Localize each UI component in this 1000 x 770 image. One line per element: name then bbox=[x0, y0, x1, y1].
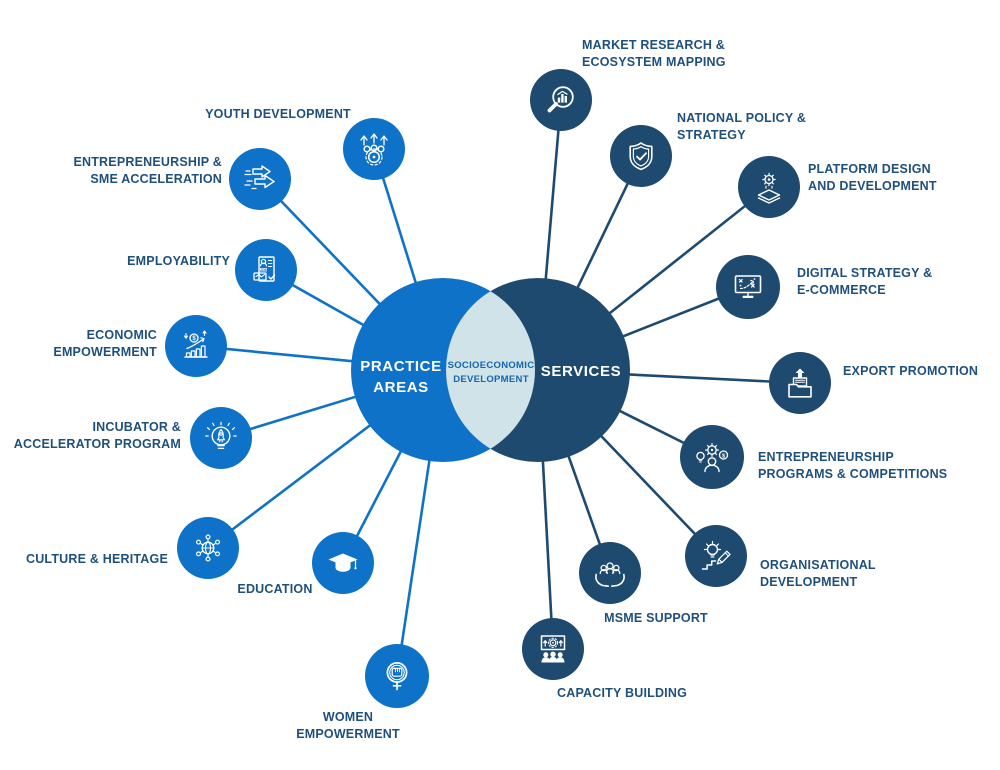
services-label: SERVICES bbox=[540, 363, 622, 380]
label-economic-empowerment: ECONOMIC EMPOWERMENT bbox=[53, 328, 157, 359]
hands-people-icon bbox=[595, 562, 625, 587]
fast-arrows-icon bbox=[244, 165, 275, 190]
node-capacity-building bbox=[522, 618, 584, 680]
box-up-arrow-icon bbox=[788, 368, 812, 398]
label-youth-development: YOUTH DEVELOPMENT bbox=[205, 107, 351, 121]
node-entrepreneurship-sme-acceleration bbox=[229, 148, 291, 210]
label-digital-strategy-ecommerce: DIGITAL STRATEGY & E-COMMERCE bbox=[797, 266, 933, 297]
node-digital-strategy-ecommerce bbox=[716, 255, 780, 319]
node-youth-development bbox=[343, 118, 405, 180]
person-gear-bulb-icon: $ bbox=[696, 443, 729, 473]
node-employability: JOB bbox=[235, 239, 297, 301]
node-incubator-accelerator-program bbox=[190, 407, 252, 469]
node-entrepreneurship-programs-competitions: $ bbox=[680, 425, 744, 489]
label-organisational-development: ORGANISATIONAL DEVELOPMENT bbox=[760, 558, 876, 589]
svg-text:JOB: JOB bbox=[260, 268, 267, 272]
node-organisational-development bbox=[685, 525, 747, 587]
growth-chart-icon: $ bbox=[183, 330, 208, 358]
training-presentation-icon bbox=[540, 635, 566, 663]
node-education bbox=[312, 532, 374, 594]
label-capacity-building: CAPACITY BUILDING bbox=[556, 686, 688, 700]
rocket-bulb-icon bbox=[205, 421, 237, 450]
venn-diagram bbox=[351, 278, 630, 462]
shield-check-icon bbox=[629, 142, 653, 171]
label-market-research-ecosystem-mapping: MARKET RESEARCH & ECOSYSTEM MAPPING bbox=[582, 38, 726, 69]
label-entrepreneurship-programs-competitions: ENTREPRENEURSHIP PROGRAMS & COMPETITIONS bbox=[758, 450, 948, 481]
label-education: EDUCATION bbox=[237, 582, 313, 596]
job-resume-icon: JOB bbox=[253, 256, 276, 282]
label-employability: EMPLOYABILITY bbox=[127, 254, 230, 268]
node-women-empowerment bbox=[365, 644, 429, 708]
node-msme-support bbox=[579, 542, 641, 604]
bulb-pencil-icon bbox=[701, 540, 731, 570]
node-economic-empowerment: $ bbox=[165, 315, 227, 377]
label-women-empowerment: WOMEN EMPOWERMENT bbox=[296, 710, 400, 741]
socioeconomic-development-label: SOCIOECONOMIC DEVELOPMENT bbox=[447, 360, 535, 385]
gear-layers-icon bbox=[757, 172, 781, 204]
label-platform-design-development: PLATFORM DESIGN AND DEVELOPMENT bbox=[808, 162, 937, 193]
practice-areas-label: PRACTICE AREAS bbox=[360, 358, 442, 396]
globe-people-icon bbox=[196, 534, 220, 562]
node-export-promotion bbox=[769, 352, 831, 414]
magnifier-chart-icon bbox=[547, 86, 574, 113]
label-national-policy-strategy: NATIONAL POLICY & STRATEGY bbox=[677, 111, 807, 142]
node-market-research-ecosystem-mapping bbox=[530, 69, 592, 131]
graduation-cap-icon bbox=[328, 553, 358, 572]
node-culture-heritage bbox=[177, 517, 239, 579]
svg-text:$: $ bbox=[722, 453, 725, 459]
women-power-icon bbox=[386, 662, 408, 691]
label-msme-support: MSME SUPPORT bbox=[604, 611, 708, 625]
label-culture-heritage: CULTURE & HERITAGE bbox=[25, 552, 168, 566]
node-national-policy-strategy bbox=[610, 125, 672, 187]
monitor-strategy-icon bbox=[734, 275, 762, 298]
svg-text:$: $ bbox=[192, 336, 196, 342]
label-entrepreneurship-sme-acceleration: ENTREPRENEURSHIP & SME ACCELERATION bbox=[73, 155, 222, 186]
venn-overlap-lens bbox=[446, 278, 535, 462]
label-incubator-accelerator-program: INCUBATOR & ACCELERATOR PROGRAM bbox=[13, 420, 181, 451]
people-gear-arrows-icon bbox=[360, 133, 388, 166]
node-platform-design-development bbox=[738, 156, 800, 218]
label-export-promotion: EXPORT PROMOTION bbox=[843, 364, 979, 378]
